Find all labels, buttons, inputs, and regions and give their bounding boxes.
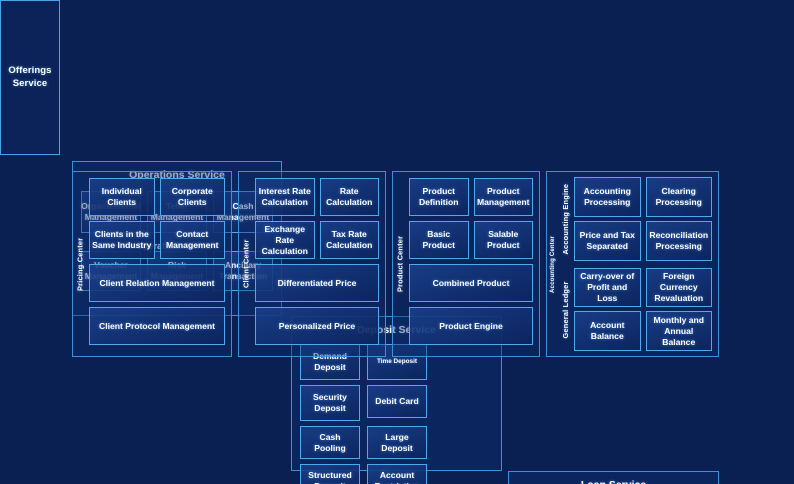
cell-rate-calculation[interactable]: Rate Calculation — [319, 178, 379, 216]
cell-exchange-rate-calculation[interactable]: Exchange Rate Calculation — [255, 221, 315, 259]
cell-tax-rate-calculation[interactable]: Tax Rate Calculation — [319, 221, 379, 259]
cell-clearing-processing[interactable]: Clearing Processing — [645, 177, 712, 217]
vlabel-client-center: Client Center — [241, 239, 251, 289]
vlabel-accounting-center: Accounting Center — [550, 235, 556, 293]
cell-basic-product[interactable]: Basic Product — [409, 221, 469, 259]
cell-price-and-tax-separated[interactable]: Price and Tax Separated — [574, 220, 641, 261]
cell-corporate-clients[interactable]: Corporate Clients — [159, 178, 225, 216]
cell-clients-same-industry[interactable]: Clients in the Same Industry — [89, 221, 155, 259]
group-loan-service[interactable]: Loan Service Personal Loan Corporate Loa… — [508, 471, 719, 484]
group-pricing-center[interactable]: Pricing Center Individual Clients Corpor… — [72, 171, 232, 357]
cell-interest-rate-calculation[interactable]: Interest Rate Calculation — [255, 178, 315, 216]
cell-combined-product[interactable]: Combined Product — [409, 264, 533, 302]
vlabel-accounting-engine: Accounting Engine — [561, 183, 570, 255]
cell-product-engine[interactable]: Product Engine — [409, 307, 533, 345]
cell-account-restriction[interactable]: Account Restriction — [367, 464, 427, 484]
cell-carry-over-profit-loss[interactable]: Carry-over of Profit and Loss — [574, 267, 641, 308]
cell-accounting-processing[interactable]: Accounting Processing — [574, 177, 641, 217]
group-product-center[interactable]: Product Center Product Definition Produc… — [392, 171, 540, 357]
cell-security-deposit[interactable]: Security Deposit — [300, 385, 360, 421]
cell-contact-management[interactable]: Contact Management — [159, 221, 225, 259]
cell-debit-card[interactable]: Debit Card — [367, 385, 427, 418]
group-accounting-center[interactable]: Accounting Center Accounting Engine Acco… — [546, 171, 719, 357]
group-title-loan-service: Loan Service — [509, 472, 718, 484]
cell-client-relation-management[interactable]: Client Relation Management — [89, 264, 225, 302]
cell-monthly-annual-balance[interactable]: Monthly and Annual Balance — [645, 311, 712, 351]
cell-reconciliation-processing[interactable]: Reconciliation Processing — [645, 220, 712, 261]
vlabel-general-ledger: General Ledger — [561, 280, 570, 338]
vlabel-pricing-center: Pricing Center — [75, 237, 85, 291]
cell-cash-pooling[interactable]: Cash Pooling — [300, 426, 360, 459]
cell-product-definition[interactable]: Product Definition — [409, 178, 469, 216]
vlabel-product-center: Product Center — [395, 235, 405, 293]
group-client-center[interactable]: Client Center Interest Rate Calculation … — [238, 171, 386, 357]
cell-personalized-price[interactable]: Personalized Price — [255, 307, 379, 345]
cell-individual-clients[interactable]: Individual Clients — [89, 178, 155, 216]
sidebar-label-offerings-service[interactable]: Offerings Service — [0, 0, 60, 155]
cell-large-deposit[interactable]: Large Deposit — [367, 426, 427, 459]
cell-structured-deposit[interactable]: Structured Deposit — [300, 464, 360, 484]
cell-salable-product[interactable]: Salable Product — [473, 221, 533, 259]
cell-differentiated-price[interactable]: Differentiated Price — [255, 264, 379, 302]
cell-account-balance[interactable]: Account Balance — [574, 311, 641, 351]
cell-product-management[interactable]: Product Management — [473, 178, 533, 216]
cell-time-deposit[interactable]: Time Deposit — [367, 344, 427, 380]
cell-client-protocol-management[interactable]: Client Protocol Management — [89, 307, 225, 345]
cell-foreign-currency-revaluation[interactable]: Foreign Currency Revaluation — [645, 267, 712, 308]
